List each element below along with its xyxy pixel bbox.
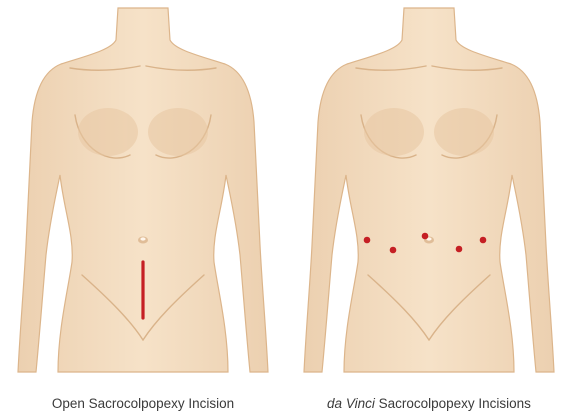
open-body-svg bbox=[0, 0, 286, 390]
davinci-caption-text: Sacrocolpopexy Incisions bbox=[375, 396, 531, 411]
port-dot-left bbox=[390, 247, 397, 254]
davinci-caption-brand: da Vinci bbox=[327, 396, 375, 411]
davinci-procedure-figure bbox=[286, 0, 572, 390]
port-dot-right bbox=[456, 246, 463, 253]
davinci-body-svg bbox=[286, 0, 572, 390]
open-caption: Open Sacrocolpopexy Incision bbox=[0, 393, 286, 415]
navel bbox=[138, 237, 148, 244]
davinci-caption: da Vinci Sacrocolpopexy Incisions bbox=[286, 393, 572, 415]
open-procedure-figure bbox=[0, 0, 286, 390]
torso-silhouette bbox=[304, 8, 554, 372]
port-dot-center bbox=[422, 233, 429, 240]
port-dot-far-left bbox=[364, 237, 371, 244]
port-dot-far-right bbox=[480, 237, 487, 244]
